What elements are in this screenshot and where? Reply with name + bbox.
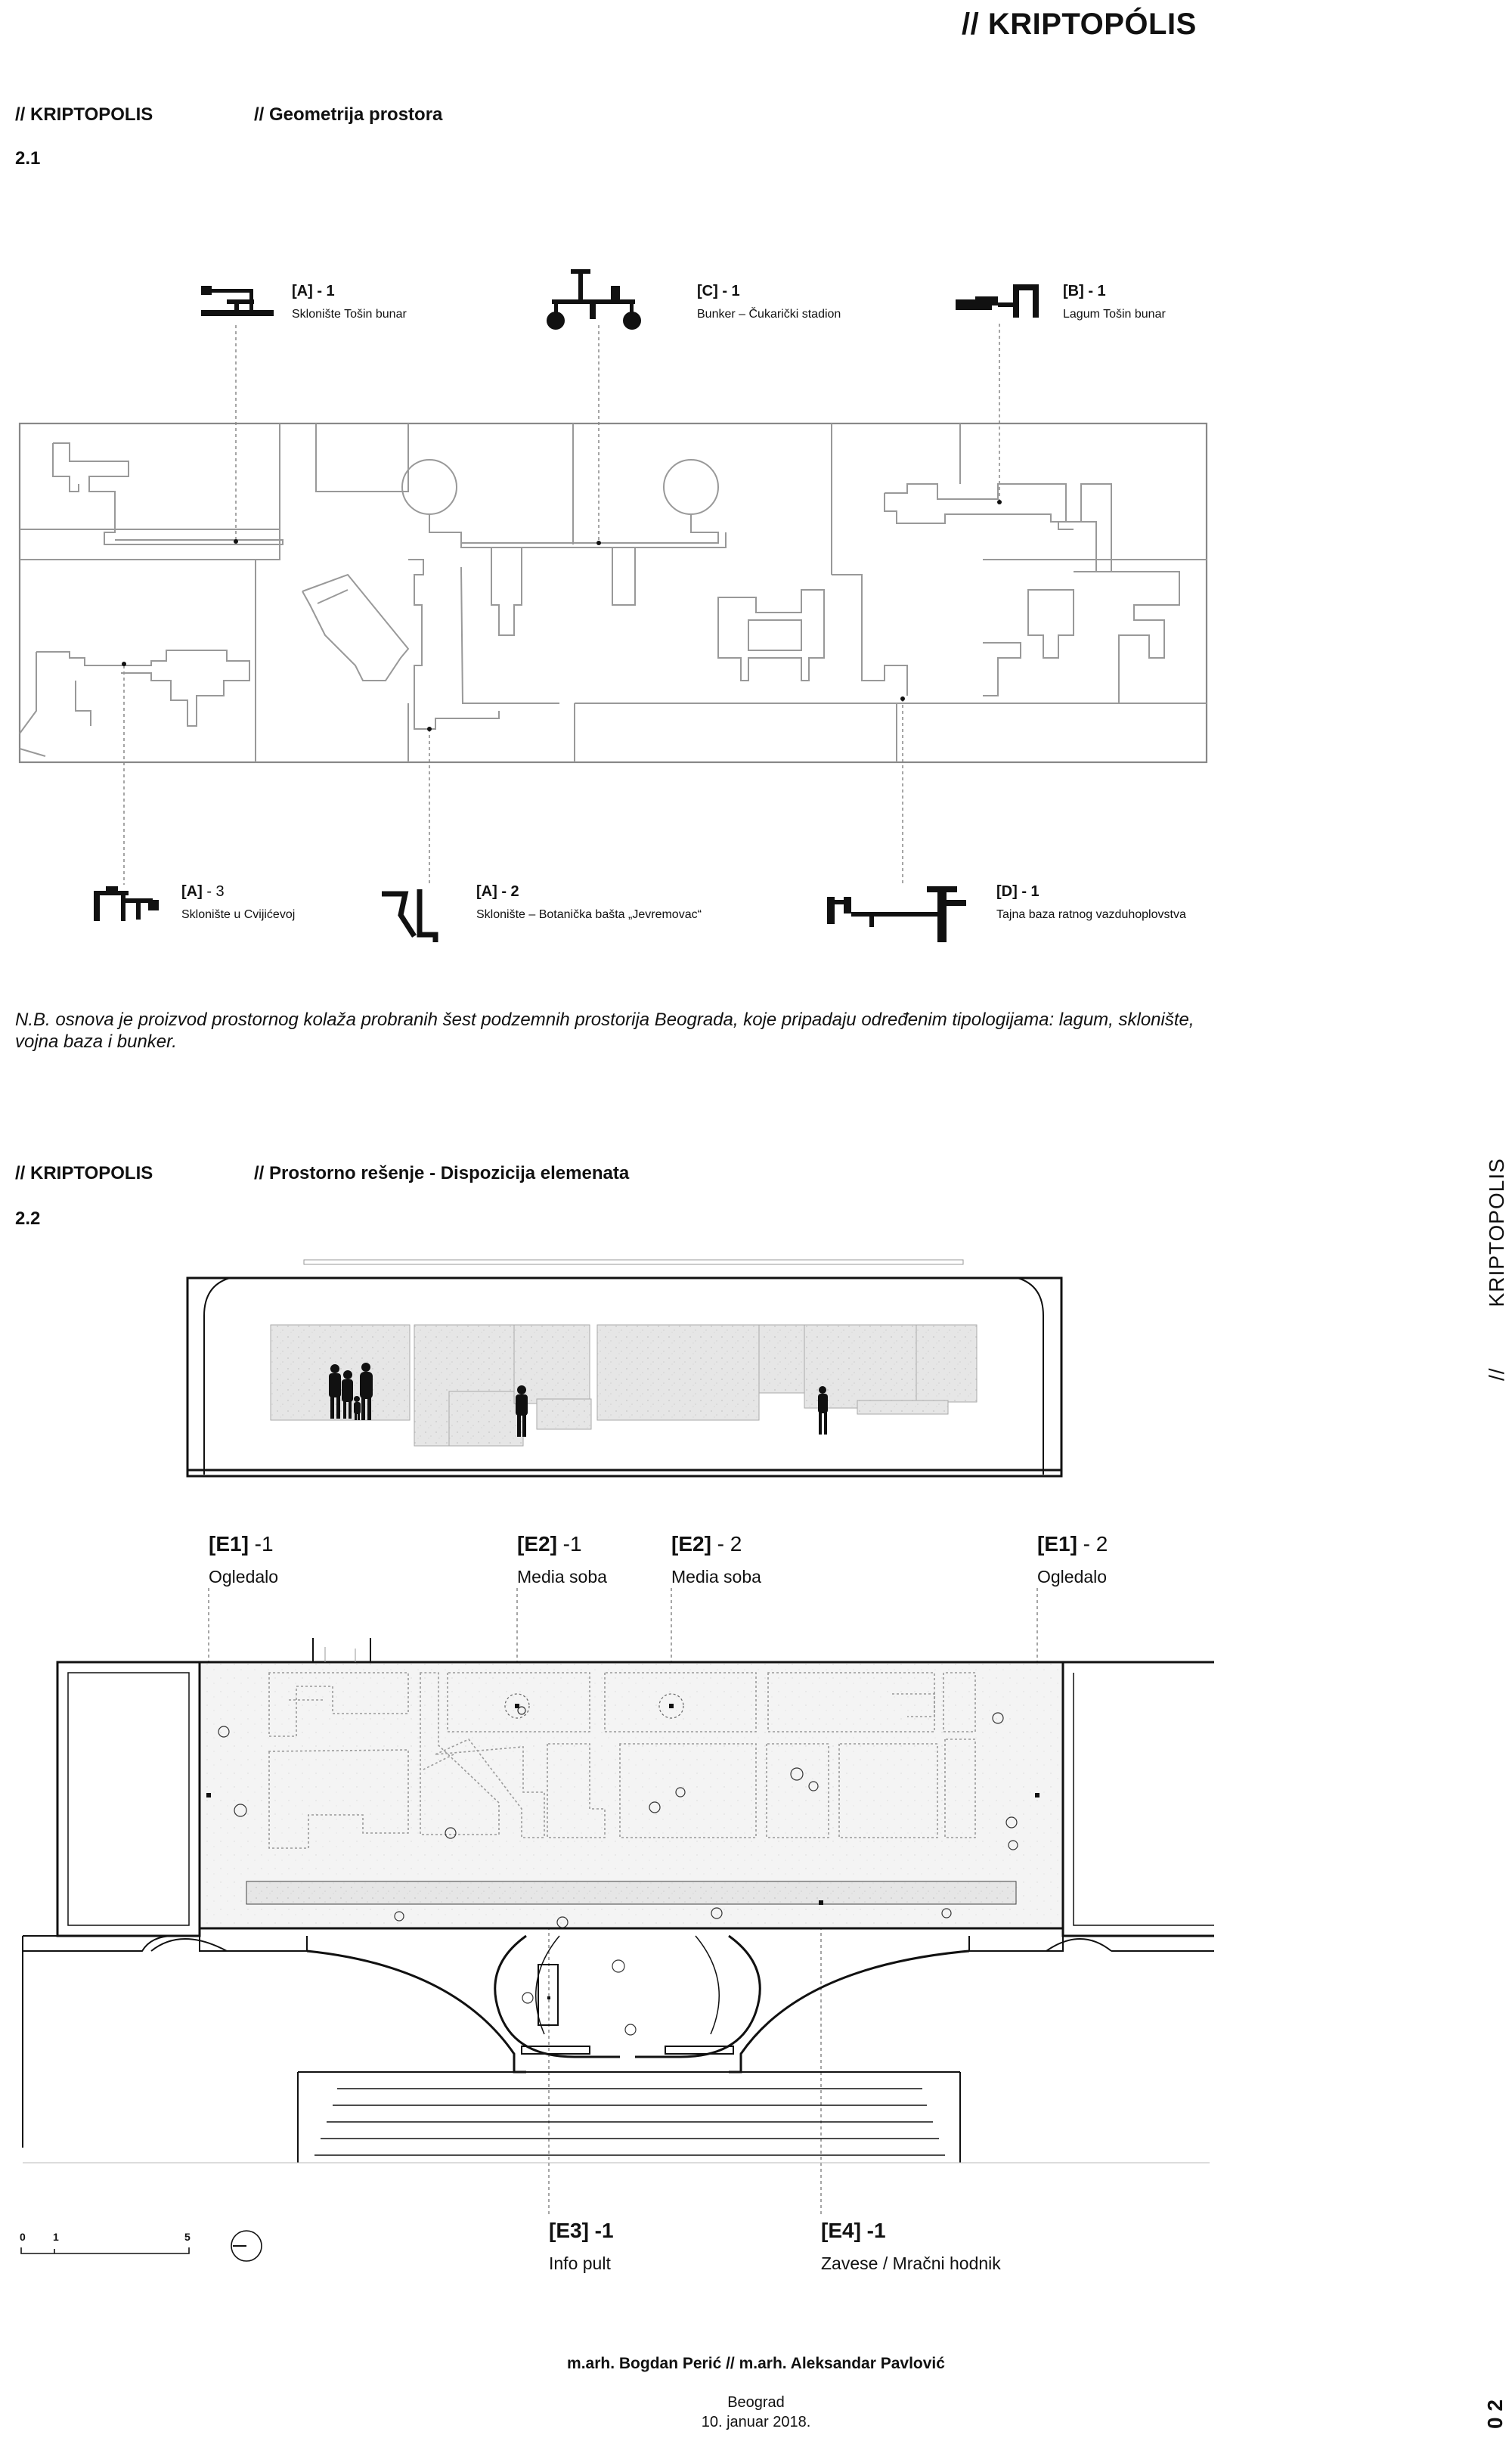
- label-code: [E1]: [1037, 1532, 1077, 1556]
- scale-tick-1: 1: [53, 2231, 59, 2243]
- section2-right-heading: // Prostorno rešenje - Dispozicija eleme…: [254, 1163, 630, 1183]
- icon-b1: [956, 284, 1039, 318]
- label-code: [E4] -1: [821, 2219, 886, 2242]
- label-num: - 3: [202, 883, 225, 900]
- main-title: // KRIPTOPÓLIS: [962, 8, 1197, 41]
- note-text: N.B. osnova je proizvod prostornog kolaž…: [15, 1010, 1194, 1052]
- label-code: [A]: [181, 883, 203, 900]
- element-label-e1-2: [E1] - 2 Ogledalo: [1037, 1532, 1108, 1587]
- label-code: [D]: [996, 883, 1018, 900]
- label-name: Sklonište u Cvijićevoj: [181, 908, 296, 921]
- label-num: - 2: [497, 883, 519, 900]
- label-num: - 2: [711, 1532, 742, 1556]
- element-label-e2-1: [E2] -1 Media soba: [517, 1532, 607, 1587]
- label-name: Ogledalo: [209, 1567, 279, 1587]
- label-num: -1: [556, 1532, 582, 1556]
- footer-date: 10. januar 2018.: [701, 2414, 811, 2430]
- icon-a2: [382, 889, 438, 942]
- label-name: Lagum Tošin bunar: [1063, 308, 1166, 321]
- label-name: Ogledalo: [1037, 1567, 1108, 1587]
- label-name: Info pult: [549, 2253, 611, 2273]
- label-code: [C]: [697, 283, 718, 299]
- top-label-a1: [A] - 1 Sklonište Tošin bunar: [292, 283, 407, 321]
- label-name: Zavese / Mračni hodnik: [821, 2253, 1001, 2273]
- label-name: Sklonište – Botanička bašta „Jevremovac“: [476, 908, 702, 921]
- label-code: [E2]: [517, 1532, 557, 1556]
- label-num: - 1: [717, 283, 740, 299]
- section1-right-heading: // Geometrija prostora: [254, 104, 443, 125]
- bottom-label-d1: [D] - 1 Tajna baza ratnog vazduhoplovstv…: [996, 883, 1186, 922]
- section2-number: 2.2: [15, 1208, 41, 1229]
- icon-a1: [201, 286, 274, 316]
- label-num: - 1: [312, 283, 335, 299]
- label-num: - 1: [1083, 283, 1106, 299]
- label-num: - 1: [1017, 883, 1040, 900]
- label-code: [A]: [292, 283, 313, 299]
- label-code: [E3] -1: [549, 2219, 614, 2242]
- footer-authors: m.arh. Bogdan Perić // m.arh. Aleksandar…: [567, 2355, 945, 2372]
- label-name: Media soba: [671, 1567, 761, 1587]
- label-code: [E1]: [209, 1532, 249, 1556]
- scale-tick-0: 0: [20, 2231, 26, 2243]
- people-silhouettes: [329, 1363, 828, 1437]
- label-name: Tajna baza ratnog vazduhoplovstva: [996, 908, 1186, 921]
- section2-left-heading: // KRIPTOPOLIS: [15, 1163, 153, 1183]
- top-label-c1: [C] - 1 Bunker – Čukarički stadion: [697, 283, 841, 321]
- icon-a3: [94, 886, 159, 921]
- lower-label-e3: [E3] -1 Info pult: [549, 2219, 614, 2274]
- label-num: - 2: [1077, 1532, 1108, 1556]
- bottom-label-a2: [A] - 2 Sklonište – Botanička bašta „Jev…: [476, 883, 702, 922]
- footer-city: Beograd: [727, 2394, 785, 2411]
- element-label-e1-1: [E1] -1 Ogledalo: [209, 1532, 278, 1587]
- element-label-e2-2: [E2] - 2 Media soba: [671, 1532, 761, 1587]
- north-arrow-icon: [231, 2230, 262, 2262]
- scale-tick-5: 5: [184, 2231, 191, 2243]
- leader-lines-1: [123, 324, 1000, 885]
- section1-left-heading: // KRIPTOPOLIS: [15, 104, 153, 125]
- label-code: [B]: [1063, 283, 1084, 299]
- lower-label-e4: [E4] -1 Zavese / Mračni hodnik: [821, 2219, 1001, 2274]
- section-elevation: [186, 1259, 1063, 1478]
- label-code: [E2]: [671, 1532, 711, 1556]
- icon-d1: [827, 886, 966, 942]
- label-name: Bunker – Čukarički stadion: [697, 308, 841, 321]
- icon-c1: [547, 269, 641, 330]
- top-label-b1: [B] - 1 Lagum Tošin bunar: [1063, 283, 1166, 321]
- section1-number: 2.1: [15, 148, 41, 169]
- scale-bar: [20, 2247, 190, 2254]
- floor-plan: [22, 1638, 1214, 2163]
- label-code: [A]: [476, 883, 497, 900]
- label-name: Sklonište Tošin bunar: [292, 308, 407, 321]
- bottom-label-a3: [A] - 3 Sklonište u Cvijićevoj: [181, 883, 295, 922]
- collage-dots: [122, 500, 1002, 731]
- collage-plan: [18, 422, 1208, 764]
- label-name: Media soba: [517, 1567, 607, 1587]
- label-num: -1: [248, 1532, 274, 1556]
